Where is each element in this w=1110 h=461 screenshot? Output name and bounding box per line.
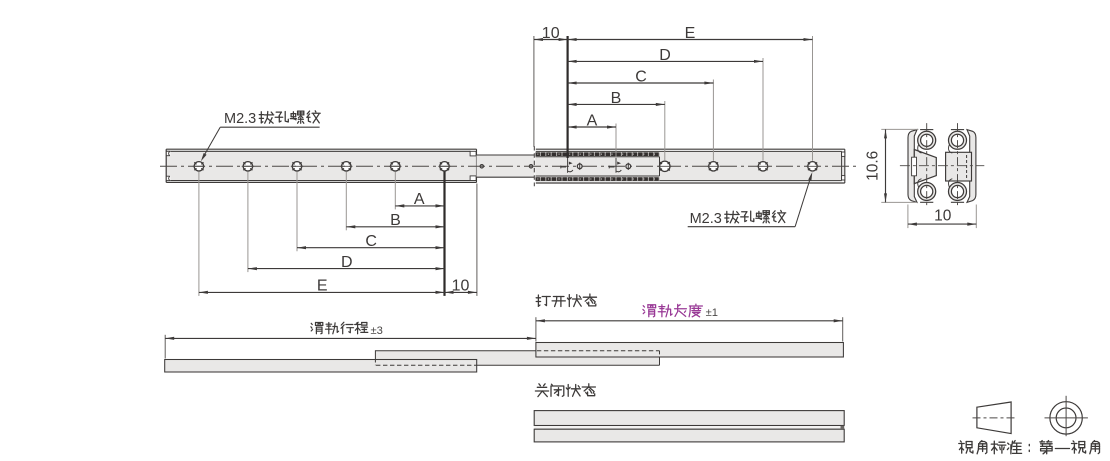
svg-text:10: 10 <box>452 278 470 295</box>
svg-text:M2.3: M2.3 <box>690 211 722 227</box>
svg-text:±1: ±1 <box>706 307 718 319</box>
svg-text:A: A <box>587 112 598 129</box>
svg-text:E: E <box>317 278 328 295</box>
svg-text:M2.3: M2.3 <box>224 111 256 127</box>
svg-text:10: 10 <box>542 25 560 42</box>
svg-text:B: B <box>390 212 401 229</box>
svg-text:C: C <box>365 233 377 250</box>
svg-text:10: 10 <box>934 208 952 225</box>
svg-text:C: C <box>635 68 647 85</box>
svg-text:B: B <box>611 90 622 107</box>
svg-text:D: D <box>341 254 353 271</box>
svg-text:10.6: 10.6 <box>865 151 882 181</box>
svg-text:E: E <box>685 25 696 42</box>
svg-text:A: A <box>414 191 425 208</box>
svg-text:D: D <box>659 47 671 64</box>
svg-text:±3: ±3 <box>371 325 383 337</box>
